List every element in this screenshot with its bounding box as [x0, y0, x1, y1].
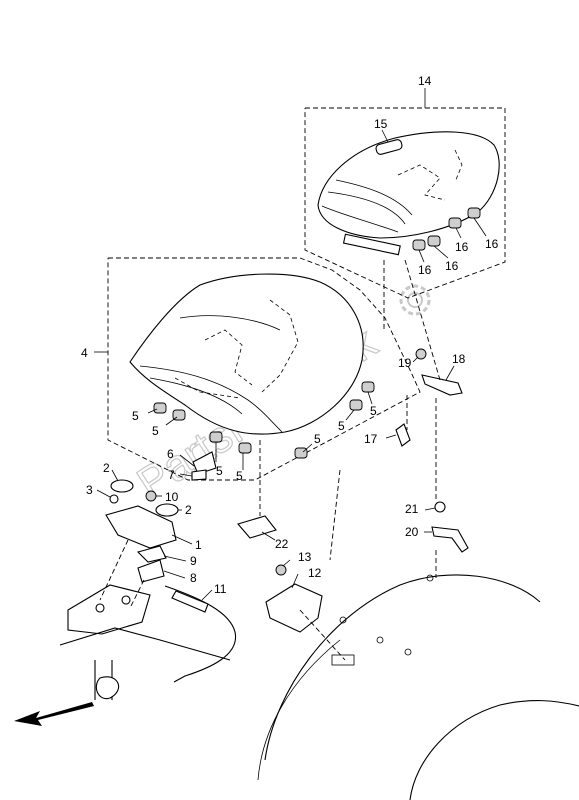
seal-upper: [110, 479, 134, 493]
callout-5: 5: [236, 469, 243, 483]
lock-holder-8: [137, 559, 165, 583]
callout-17: 17: [364, 432, 378, 446]
bolt-19: [415, 348, 427, 360]
callout-11: 11: [214, 582, 227, 596]
callout-22: 22: [275, 537, 289, 551]
passenger-seat-bracket: [342, 233, 401, 256]
passenger-seat-dampers: [412, 207, 481, 251]
callout-13: 13: [298, 550, 312, 564]
clip-9: [136, 545, 167, 563]
nut-10: [145, 490, 157, 502]
seat-lock-cable: [164, 585, 237, 683]
group-boundary-14: [304, 107, 506, 299]
callout-21: 21: [405, 502, 419, 516]
callout-5: 5: [132, 409, 139, 423]
callout-16: 16: [485, 237, 499, 251]
callout-4: 4: [81, 346, 88, 360]
callout-10: 10: [165, 490, 179, 504]
callout-3: 3: [86, 483, 93, 497]
seat-lock-assembly: [105, 479, 179, 583]
callout-12: 12: [308, 566, 322, 580]
bolt-13: [275, 564, 287, 576]
callout-5: 5: [216, 464, 223, 478]
bracket-20: [431, 526, 469, 553]
arrow-left-down-icon: [14, 702, 94, 726]
bolt-17: [395, 423, 411, 447]
callout-1: 1: [195, 538, 202, 552]
rear-fender: [257, 574, 579, 800]
callout-16: 16: [418, 263, 432, 277]
bolt-21: [434, 501, 446, 513]
callouts: 14 15 16 16 16 16 4 5 5 5 5 5 5 5 6 7 2 …: [81, 74, 499, 596]
callout-20: 20: [405, 525, 419, 539]
gear-icon: [399, 284, 431, 316]
hardware-17-21: [395, 348, 469, 553]
callout-19: 19: [398, 356, 412, 370]
passenger-seat: [317, 131, 500, 256]
screw-3: [109, 494, 119, 504]
group-boundary-4: [107, 257, 421, 481]
callout-8: 8: [190, 571, 197, 585]
caution-label-22: [237, 515, 277, 539]
callout-7: 7: [168, 468, 175, 482]
callout-16: 16: [445, 259, 459, 273]
callout-18: 18: [452, 352, 466, 366]
callout-6: 6: [167, 447, 174, 461]
leader-lines: [94, 129, 487, 661]
cable-end: [171, 590, 209, 613]
bracket-18: [421, 374, 463, 396]
callout-5: 5: [338, 419, 345, 433]
rear-seat-lock-bracket: [265, 564, 323, 633]
callout-14: 14: [418, 74, 432, 88]
callout-5: 5: [314, 432, 321, 446]
callout-15: 15: [374, 117, 388, 131]
rider-seat: [129, 273, 364, 435]
seat-hook-bracket: [191, 451, 217, 481]
frame-section: [59, 584, 231, 700]
callout-16: 16: [455, 240, 469, 254]
seal-lower: [155, 503, 179, 517]
callout-9: 9: [190, 554, 197, 568]
callout-5: 5: [370, 404, 377, 418]
callout-2: 2: [103, 461, 110, 475]
callout-5: 5: [152, 424, 159, 438]
grab-strap: [375, 139, 403, 155]
rider-seat-dampers: [153, 381, 375, 459]
callout-2: 2: [185, 503, 192, 517]
